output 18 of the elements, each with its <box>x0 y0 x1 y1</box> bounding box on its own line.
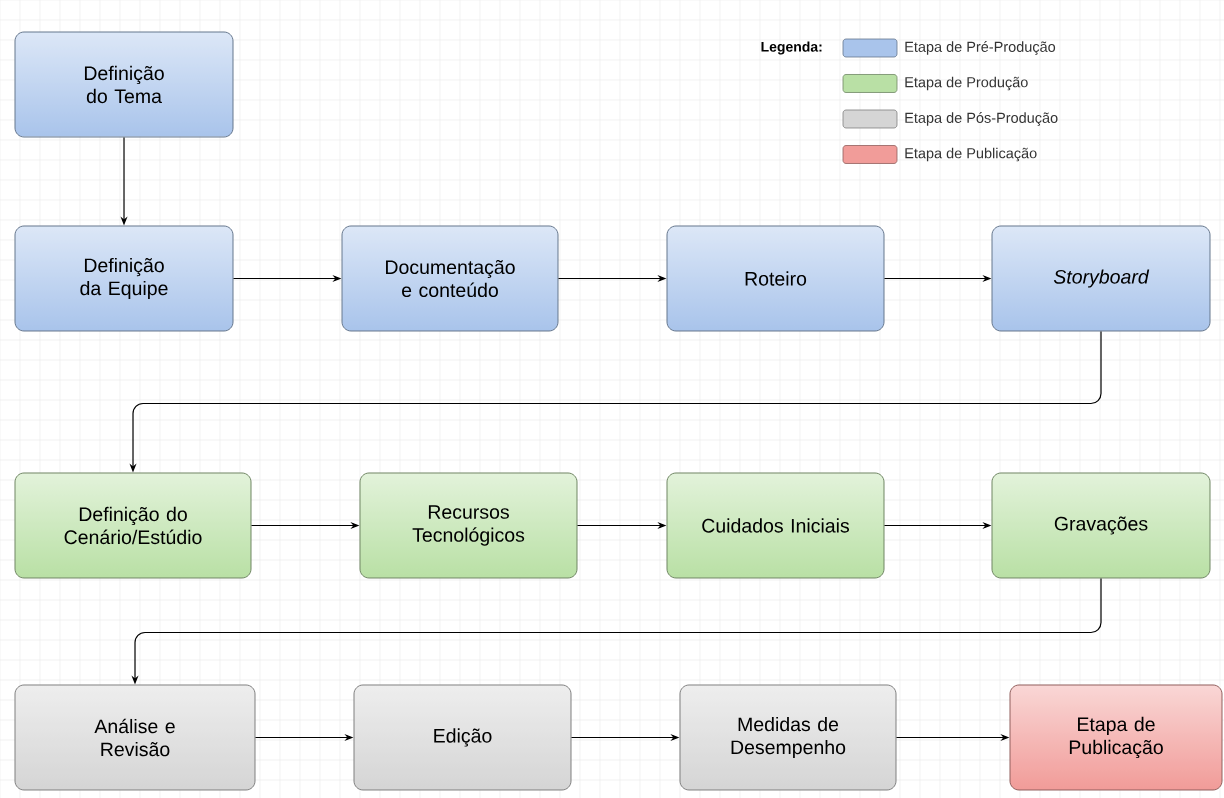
process-box: Definição do Tema <box>14 31 234 138</box>
process-box: Etapa de Publicação <box>1009 684 1223 791</box>
process-box: Storyboard <box>991 225 1211 332</box>
process-box: Roteiro <box>666 225 885 332</box>
process-box: Medidas de Desempenho <box>679 684 897 791</box>
legend-label: Etapa de Pós-Produção <box>905 112 1058 126</box>
process-box: Documentação e conteúdo <box>341 225 559 332</box>
legend-label: Etapa de Publicação <box>905 147 1037 162</box>
process-box: Gravações <box>991 472 1211 579</box>
legend-label: Etapa de Produção <box>905 76 1028 91</box>
legend-title: Legenda: <box>761 41 822 55</box>
legend-label: Etapa de Pré-Produção <box>905 41 1056 55</box>
process-box: Análise e Revisão <box>14 684 256 791</box>
process-box: Edição <box>353 684 572 791</box>
process-box: Definição do Cenário/Estúdio <box>14 472 252 579</box>
process-box: Definição da Equipe <box>14 225 234 332</box>
process-box: Recursos Tecnológicos <box>359 472 578 579</box>
process-box: Cuidados Iniciais <box>666 472 885 579</box>
